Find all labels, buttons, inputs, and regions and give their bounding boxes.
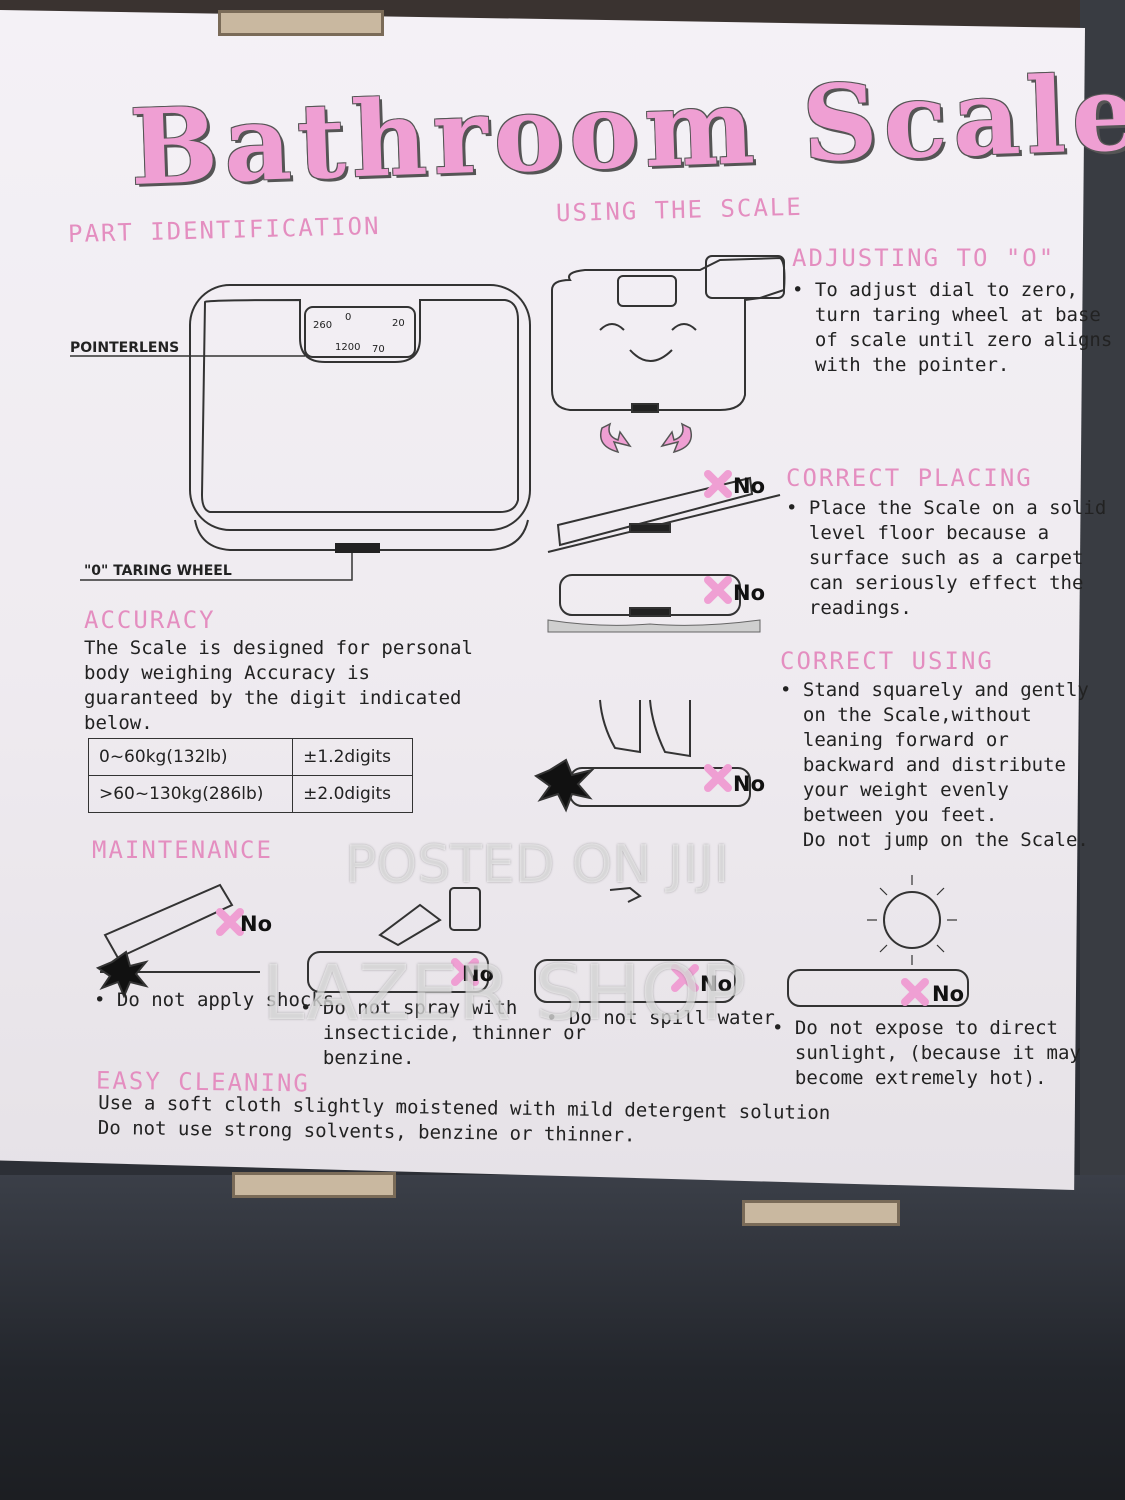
range-cell: 0~60kg(132lb) bbox=[87, 738, 294, 776]
maintenance-item: • Do not spill water bbox=[546, 1007, 775, 1029]
using-drawing bbox=[533, 699, 751, 813]
table-row: >60~130kg(286lb) ±2.0digits bbox=[87, 775, 413, 813]
background-bottom bbox=[0, 1175, 1125, 1500]
correct-using-text: • Stand squarely and gently on the Scale… bbox=[780, 679, 1089, 851]
no-label: No bbox=[932, 982, 965, 1006]
range-cell: >60~130kg(286lb) bbox=[87, 775, 294, 813]
dial-number: 1200 bbox=[335, 342, 360, 353]
pointer-lens-label: POINTERLENS bbox=[70, 340, 180, 356]
scale-drawing bbox=[189, 284, 531, 551]
dial-numbers: 260 0 20 1200 70 bbox=[313, 312, 405, 355]
no-label: No bbox=[700, 972, 733, 996]
tolerance-cell: ±1.2digits bbox=[292, 738, 413, 776]
box-panel bbox=[0, 10, 1085, 1190]
sun-rays bbox=[867, 875, 957, 965]
placing-text: • Place the Scale on a solid level floor… bbox=[786, 497, 1107, 619]
no-label: No bbox=[733, 581, 766, 605]
maintenance-item: • Do not expose to direct sunlight, (bec… bbox=[772, 1017, 1081, 1089]
maintenance-drawings bbox=[95, 883, 969, 1007]
correct-using-heading: CORRECT USING bbox=[780, 647, 994, 675]
no-label: No bbox=[733, 772, 766, 796]
dial-number: 20 bbox=[392, 318, 405, 329]
accuracy-text: The Scale is designed for personal body … bbox=[84, 637, 473, 734]
box-tab-top bbox=[218, 10, 384, 36]
dial-number: 260 bbox=[313, 320, 332, 331]
easy-cleaning-text: Use a soft cloth slightly moistened with… bbox=[97, 1091, 831, 1147]
watermark-line-1: POSTED ON JIJI bbox=[345, 835, 730, 895]
tolerance-cell: ±2.0digits bbox=[292, 775, 413, 813]
dial-number: 70 bbox=[372, 344, 385, 355]
no-label: No bbox=[462, 962, 495, 986]
watermark-line-2: LAZER SHOP bbox=[262, 948, 747, 1037]
maintenance-item: • Do not spray with insecticide, thinner… bbox=[300, 997, 586, 1069]
box-tab-bottom-left bbox=[232, 1172, 396, 1198]
maintenance-item: • Do not apply shocks bbox=[94, 989, 335, 1011]
accuracy-table: 0~60kg(132lb) ±1.2digits >60~130kg(286lb… bbox=[87, 738, 413, 813]
adjusting-heading: ADJUSTING TO "O" bbox=[792, 244, 1056, 272]
placing-heading: CORRECT PLACING bbox=[786, 464, 1033, 492]
x-cross-icons bbox=[216, 470, 929, 1006]
dial-number: 0 bbox=[345, 312, 351, 323]
taring-wheel-label: "0" TARING WHEEL bbox=[84, 563, 232, 579]
box-tab-bottom-right bbox=[742, 1200, 900, 1226]
accuracy-heading: ACCURACY bbox=[84, 606, 216, 634]
no-label: No bbox=[733, 474, 766, 498]
adjusting-scale-drawing bbox=[551, 255, 786, 413]
table-row: 0~60kg(132lb) ±1.2digits bbox=[87, 738, 413, 776]
maintenance-heading: MAINTENANCE bbox=[92, 836, 273, 864]
no-label: No bbox=[240, 912, 273, 936]
placing-drawings bbox=[547, 476, 781, 633]
rotate-arrows bbox=[600, 422, 692, 454]
adjusting-text: • To adjust dial to zero, turn taring wh… bbox=[792, 279, 1113, 376]
